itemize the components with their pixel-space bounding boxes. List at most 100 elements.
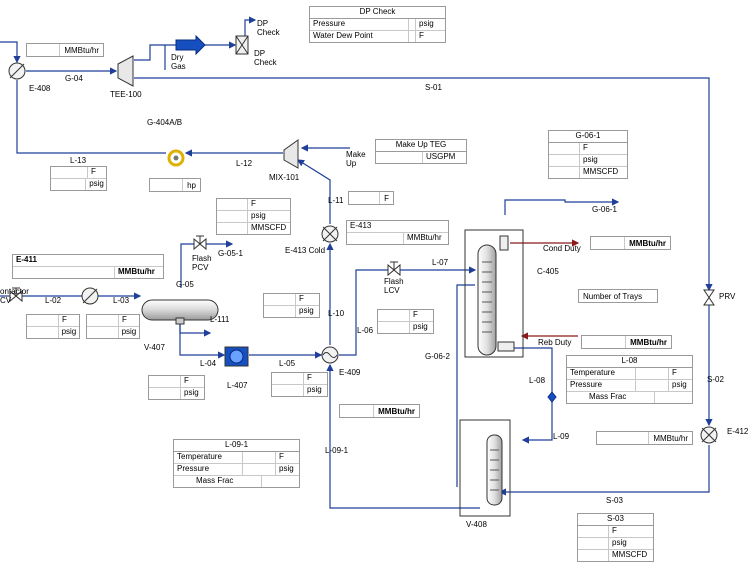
stream-label-l03: L-03	[113, 296, 130, 305]
prv-valve-icon	[703, 289, 715, 306]
row-value[interactable]	[578, 526, 609, 537]
stream-line-s03	[498, 445, 710, 496]
l04-table: F psig	[148, 375, 205, 400]
duty-value[interactable]	[340, 405, 375, 417]
row-label: Temperature	[174, 452, 243, 463]
row-value[interactable]	[217, 199, 248, 210]
stream-line-g06-1	[504, 198, 620, 215]
duty-value[interactable]	[597, 432, 650, 444]
pump-hp-box[interactable]: hp	[149, 178, 201, 192]
heat-exchanger-e408-icon	[8, 62, 26, 80]
table-row: Mass Frac	[174, 476, 299, 487]
row-value[interactable]	[262, 476, 294, 487]
row-unit: F	[62, 315, 67, 324]
table-row: F	[87, 315, 139, 327]
table-row: F	[549, 143, 627, 155]
stream-line-l06	[339, 269, 388, 356]
e408-duty-box[interactable]: MMBtu/hr	[26, 43, 104, 57]
row-value[interactable]	[272, 385, 304, 396]
equipment-label-e409: E-409	[339, 368, 361, 377]
row-value[interactable]	[217, 223, 248, 234]
row-unit: psig	[583, 155, 598, 164]
row-unit: F	[419, 31, 424, 40]
row-value[interactable]	[264, 294, 296, 305]
row-value[interactable]	[409, 19, 416, 30]
duty-value[interactable]	[27, 44, 61, 56]
heat-exchanger-e413-icon	[321, 225, 339, 243]
row-value[interactable]	[149, 388, 181, 399]
row-value[interactable]	[13, 267, 115, 278]
stream-line-l13	[16, 80, 166, 154]
row-value[interactable]	[378, 310, 410, 321]
heat-exchanger-e412-icon	[700, 426, 718, 444]
stream-line-l04	[179, 318, 226, 359]
mixer-mix101-icon	[283, 139, 299, 169]
l11-box[interactable]: F	[348, 191, 394, 205]
row-value[interactable]	[264, 306, 296, 317]
number-of-trays-box[interactable]: Number of Trays	[578, 289, 658, 303]
row-value[interactable]	[243, 452, 276, 463]
equipment-label-c405: C-405	[537, 267, 559, 276]
stream-label-l02: L-02	[45, 296, 62, 305]
e411-duty-table: E-411 MMBtu/hr	[12, 254, 164, 279]
cond-duty-box[interactable]: MMBtu/hr	[590, 236, 671, 250]
table-row: F	[217, 199, 290, 211]
row-value[interactable]	[636, 380, 669, 391]
row-value[interactable]	[378, 322, 410, 333]
stream-label-l07: L-07	[432, 258, 449, 267]
column-c405-icon	[477, 235, 515, 356]
duty-value[interactable]	[582, 336, 627, 348]
row-value[interactable]	[636, 368, 669, 379]
table-row: F	[264, 294, 319, 306]
table-row: Water Dew Point F	[310, 31, 445, 42]
equipment-label-dp-check-top: DP Check	[257, 19, 280, 37]
row-value[interactable]	[87, 315, 119, 326]
stream-label-g06-1: G-06-1	[592, 205, 617, 214]
row-value[interactable]	[217, 211, 248, 222]
column-c405-frame	[464, 229, 524, 358]
row-label: Water Dew Point	[310, 31, 409, 42]
row-label: Mass Frac	[567, 392, 655, 403]
row-value[interactable]	[655, 392, 687, 403]
row-value[interactable]	[272, 373, 304, 384]
table-row: E-411	[13, 255, 163, 267]
cooler-e411-icon	[81, 287, 99, 305]
table-row: psig	[149, 388, 204, 399]
e409-duty-box[interactable]: MMBtu/hr	[339, 404, 420, 418]
row-label: Pressure	[174, 464, 243, 475]
row-value[interactable]	[243, 464, 276, 475]
row-value[interactable]	[409, 31, 416, 42]
temp-value[interactable]	[349, 192, 381, 204]
row-value[interactable]	[578, 538, 609, 549]
stream-label-s02: S-02	[707, 375, 724, 384]
equipment-label-v407: V-407	[144, 343, 165, 352]
row-value[interactable]	[376, 152, 423, 163]
e412-duty-box[interactable]: MMBtu/hr	[596, 431, 693, 445]
row-value[interactable]	[51, 179, 87, 190]
flash-lcv-valve-icon	[387, 261, 401, 277]
stream-label-l06: L-06	[357, 326, 374, 335]
equipment-label-flash-lcv: Flash LCV	[384, 277, 404, 295]
row-value[interactable]	[549, 167, 580, 178]
row-value[interactable]	[549, 143, 580, 154]
row-value[interactable]	[578, 550, 609, 561]
table-row: F	[578, 526, 653, 538]
row-value[interactable]	[51, 167, 88, 178]
row-value[interactable]	[149, 376, 181, 387]
row-value[interactable]	[27, 327, 59, 338]
stream-label-g06-2: G-06-2	[425, 352, 450, 361]
row-value[interactable]	[549, 155, 580, 166]
duty-value[interactable]	[591, 237, 626, 249]
row-value[interactable]	[347, 233, 404, 244]
row-value[interactable]	[87, 327, 119, 338]
table-row: F	[272, 373, 327, 385]
equipment-label-mix101: MIX-101	[269, 173, 300, 182]
column-v408-frame	[459, 419, 511, 517]
reb-duty-box[interactable]: MMBtu/hr	[581, 335, 672, 349]
power-value[interactable]	[150, 179, 184, 191]
equipment-label-make-up: Make Up	[346, 150, 366, 168]
row-value[interactable]	[27, 315, 59, 326]
